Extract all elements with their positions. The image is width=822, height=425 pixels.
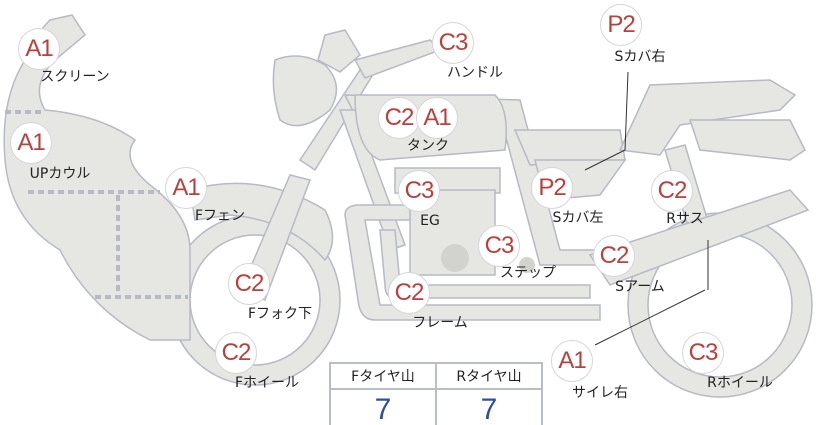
rear-tire-value: 7 bbox=[435, 388, 543, 425]
part-label: UPカウル bbox=[29, 166, 91, 182]
part-label: フレーム bbox=[412, 315, 468, 331]
tire-tread-table: Fタイヤ山 Rタイヤ山 7 7 bbox=[329, 362, 543, 425]
grade-badge: C2 bbox=[388, 272, 430, 314]
cowl bbox=[3, 14, 191, 341]
grade-badge: C2 bbox=[378, 97, 420, 139]
part-label: ハンドル bbox=[447, 65, 503, 81]
part-label: サイレ右 bbox=[572, 385, 628, 401]
grade-badge: A1 bbox=[10, 122, 52, 164]
part-label: Rサス bbox=[666, 211, 704, 227]
part-label: スクリーン bbox=[40, 69, 110, 85]
part-label: Sアーム bbox=[615, 279, 665, 295]
part-label: Sカバ左 bbox=[552, 210, 604, 226]
grade-badge: C3 bbox=[398, 170, 440, 212]
grade-badge: P2 bbox=[600, 4, 642, 46]
part-label: Fフェン bbox=[194, 208, 246, 224]
rear-tire-header: Rタイヤ山 bbox=[435, 362, 543, 390]
grade-badge: A1 bbox=[165, 167, 207, 209]
grade-badge: C3 bbox=[682, 332, 724, 374]
part-label: ステップ bbox=[500, 265, 556, 281]
grade-badge: C2 bbox=[215, 332, 257, 374]
grade-badge: A1 bbox=[18, 28, 60, 70]
front-tire-value: 7 bbox=[329, 388, 437, 425]
grade-badge: A1 bbox=[551, 340, 593, 382]
part-label: Fホイール bbox=[234, 375, 300, 391]
part-label: Sカバ右 bbox=[614, 49, 666, 65]
front-tire-header: Fタイヤ山 bbox=[329, 362, 437, 390]
grade-badge: C2 bbox=[651, 170, 693, 212]
part-label: タンク bbox=[407, 138, 449, 154]
grade-badge: A1 bbox=[416, 97, 458, 139]
part-label: Rホイール bbox=[707, 375, 773, 391]
grade-badge: C2 bbox=[593, 235, 635, 277]
grade-badge: C3 bbox=[432, 22, 474, 64]
grade-badge: P2 bbox=[531, 167, 573, 209]
grade-badge: C2 bbox=[228, 263, 270, 305]
part-label: EG bbox=[420, 213, 440, 229]
part-label: Fフォク下 bbox=[247, 306, 313, 322]
grade-badge: C3 bbox=[478, 225, 520, 267]
